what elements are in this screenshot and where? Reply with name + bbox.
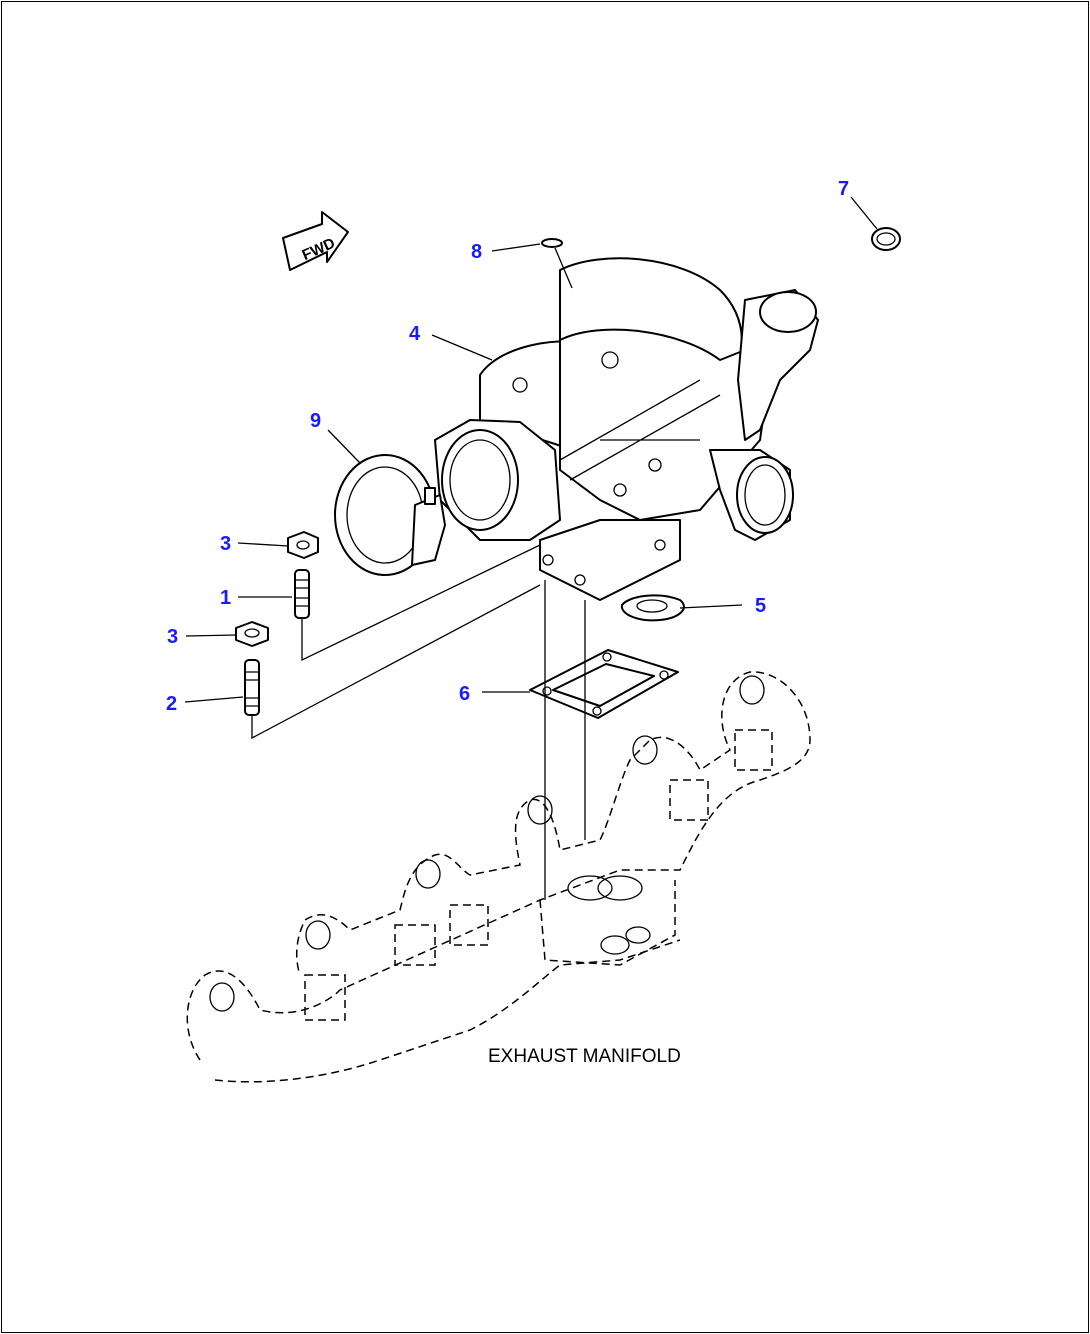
callout-3-lower: 3 [167,626,178,648]
stud-1 [294,569,310,619]
callout-6: 6 [459,683,470,705]
callout-7: 7 [838,178,849,200]
callout-9: 9 [310,410,321,432]
callout-4: 4 [409,323,421,345]
callout-2: 2 [166,693,177,715]
diagram-title: EXHAUST MANIFOLD [488,1046,681,1067]
callout-8: 8 [471,241,482,263]
nut-3-upper [287,531,319,559]
exhaust-manifold: EXHAUST MANIFOLD [186,671,811,1083]
fwd-arrow-icon: FWD [282,211,349,271]
stud-2 [244,659,260,716]
gasket-6 [529,649,679,719]
assembly-guide-lines [251,544,586,900]
v-band-clamp-9 [334,454,446,576]
leader-lines [184,196,878,703]
callout-labels: 1 2 3 3 4 5 6 7 8 9 [166,178,849,715]
callout-1: 1 [220,587,231,609]
callout-5: 5 [755,595,766,617]
nut-3-lower [235,621,269,647]
callout-3-upper: 3 [220,533,231,555]
o-ring-7 [871,227,901,251]
o-ring-8 [541,238,563,248]
turbocharger-4 [434,257,819,601]
gasket-5 [620,594,685,622]
